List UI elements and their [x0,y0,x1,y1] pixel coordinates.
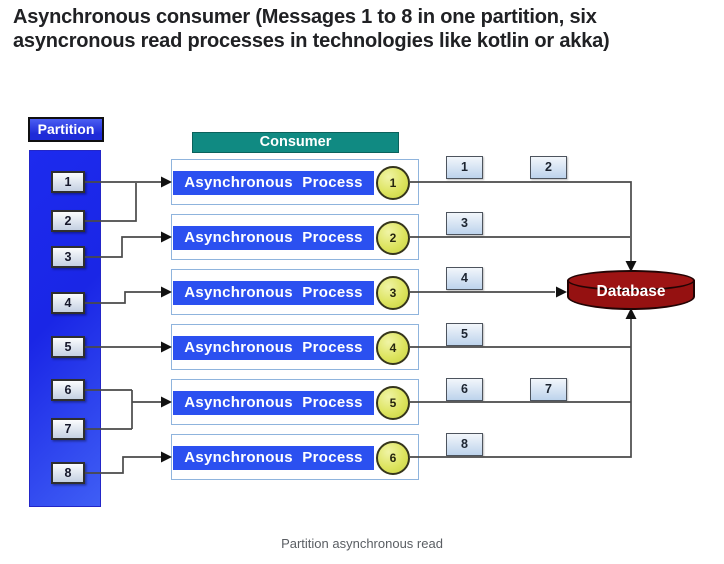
pipeline-message-6: 6 [446,378,483,401]
pipeline-message-7: 7 [530,378,567,401]
process-number-badge: 6 [376,441,410,475]
wire-proc6-db-bottom [409,318,632,458]
partition-message-1: 1 [51,171,85,193]
process-number-badge: 2 [376,221,410,255]
partition-message-6: 6 [51,379,85,401]
caption: Partition asynchronous read [281,536,443,551]
partition-message-2: 2 [51,210,85,232]
arrowhead-db-left [556,286,567,298]
pipeline-message-8: 8 [446,433,483,456]
pipeline-message-2: 2 [530,156,567,179]
partition-message-3: 3 [51,246,85,268]
process-number-badge: 5 [376,386,410,420]
process-number-badge: 4 [376,331,410,365]
partition-label: Partition [28,117,104,142]
process-label: Asynchronous Process [173,171,374,195]
process-box-2: Asynchronous Process 2 [171,214,419,260]
process-number-badge: 1 [376,166,410,200]
process-label: Asynchronous Process [173,446,374,470]
consumer-header: Consumer [192,132,399,153]
page-title: Asynchronous consumer (Messages 1 to 8 i… [13,6,610,52]
process-label: Asynchronous Process [173,391,374,415]
pipeline-message-5: 5 [446,323,483,346]
pipeline-message-4: 4 [446,267,483,290]
process-number-badge: 3 [376,276,410,310]
partition-message-7: 7 [51,418,85,440]
database-label: Database [596,283,666,300]
process-box-6: Asynchronous Process 6 [171,434,419,480]
partition-message-4: 4 [51,292,85,314]
process-box-1: Asynchronous Process 1 [171,159,419,205]
pipeline-message-3: 3 [446,212,483,235]
partition-message-8: 8 [51,462,85,484]
process-label: Asynchronous Process [173,336,374,360]
pipeline-message-1: 1 [446,156,483,179]
process-box-4: Asynchronous Process 4 [171,324,419,370]
database-cylinder: Database [567,270,695,312]
process-label: Asynchronous Process [173,281,374,305]
partition-message-5: 5 [51,336,85,358]
process-box-3: Asynchronous Process 3 [171,269,419,315]
wire-proc1-db-top [409,181,632,261]
process-box-5: Asynchronous Process 5 [171,379,419,425]
process-label: Asynchronous Process [173,226,374,250]
partition-bar [29,150,101,507]
